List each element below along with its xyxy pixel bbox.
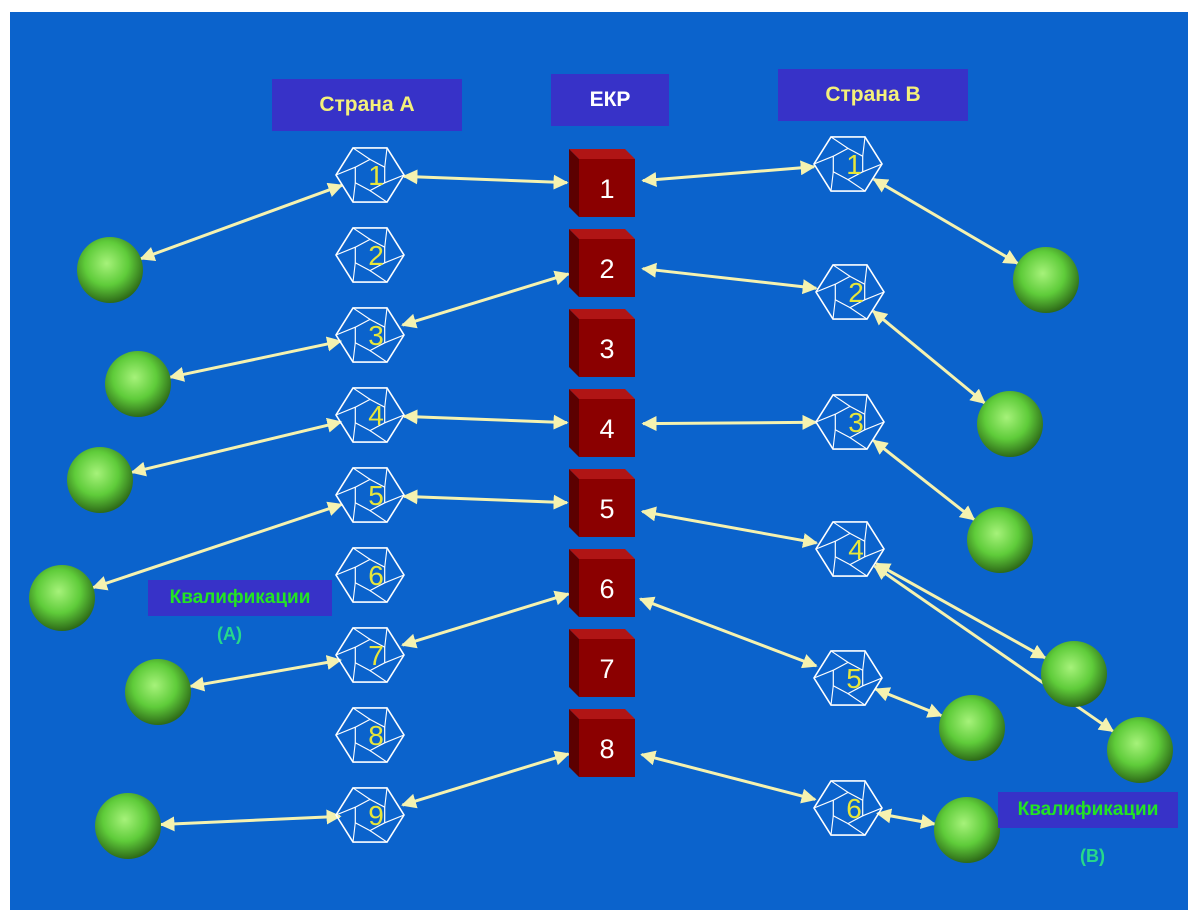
level-a-8-number: 8 <box>368 720 384 751</box>
header-country-b: Страна В <box>778 69 968 121</box>
arrow-qual-a-2 <box>168 336 343 382</box>
level-b-4-number: 4 <box>848 534 864 565</box>
arrow-ekr2-b2 <box>641 262 818 295</box>
arrow-a4-ekr4 <box>402 409 569 430</box>
qualifications-b-label: Квалификации <box>998 792 1178 828</box>
ekr-level-8: 8 <box>569 709 635 777</box>
ekr-level-3: 3 <box>569 309 635 377</box>
nodes-layer: 1 2 3 4 5 6 7 8 9 1 2 3 4 5 6 7 8 1 2 3 4 5 6 <box>29 136 1173 863</box>
arrow-a1-ekr1 <box>402 169 569 190</box>
ekr-level-8-number: 8 <box>599 734 614 764</box>
arrow-a5-ekr5 <box>402 489 569 510</box>
qualification-a-1 <box>77 237 143 303</box>
level-a-7-number: 7 <box>368 640 384 671</box>
arrow-b2-qual-2 <box>871 309 986 405</box>
level-a-9-number: 9 <box>368 800 384 831</box>
arrow-ekr5-b4 <box>640 506 819 548</box>
arrow-qual-a-3 <box>130 417 343 477</box>
ekr-level-4: 4 <box>569 389 635 457</box>
header-country-a: Страна А <box>272 79 462 131</box>
qualification-b-3 <box>967 507 1033 573</box>
level-b-2-number: 2 <box>848 277 864 308</box>
arrow-b1-qual-1 <box>872 177 1019 265</box>
arrow-b3-qual-3 <box>872 439 976 521</box>
level-a-4: 4 <box>335 387 405 443</box>
header-ekr: ЕКР <box>551 74 669 126</box>
qualification-a-6 <box>95 793 161 859</box>
qualification-b-2 <box>977 391 1043 457</box>
qualification-a-3 <box>67 447 133 513</box>
arrow-ekr6-b5 <box>638 596 818 669</box>
arrow-b6-qual-7 <box>876 808 937 829</box>
qualification-a-2 <box>105 351 171 417</box>
qualification-b-4 <box>1041 641 1107 707</box>
arrow-b5-qual-6 <box>874 687 943 718</box>
arrow-a7-ekr6 <box>401 590 570 649</box>
level-a-6-number: 6 <box>368 560 384 591</box>
arrow-ekr8-b6 <box>640 750 817 804</box>
arrow-ekr1-b1 <box>641 160 816 187</box>
level-b-3: 3 <box>815 394 885 450</box>
level-a-5-number: 5 <box>368 480 384 511</box>
ekr-level-3-number: 3 <box>599 334 614 364</box>
qualification-b-6 <box>939 695 1005 761</box>
level-a-3: 3 <box>335 307 405 363</box>
level-a-2: 2 <box>335 227 405 283</box>
arrow-ekr4-b3 <box>641 414 818 432</box>
ekr-level-7: 7 <box>569 629 635 697</box>
level-b-5-number: 5 <box>846 663 862 694</box>
level-a-1-number: 1 <box>368 160 384 191</box>
level-a-6: 6 <box>335 547 405 603</box>
ekr-level-2: 2 <box>569 229 635 297</box>
level-b-6: 6 <box>813 780 883 836</box>
ekr-level-4-number: 4 <box>599 414 614 444</box>
level-a-7: 7 <box>335 627 405 683</box>
qualifications-a-label: Квалификации <box>148 580 332 616</box>
level-b-6-number: 6 <box>846 793 862 824</box>
qualification-a-5 <box>125 659 191 725</box>
ekr-level-7-number: 7 <box>599 654 614 684</box>
ekr-level-2-number: 2 <box>599 254 614 284</box>
level-b-4: 4 <box>815 521 885 577</box>
level-a-1: 1 <box>335 147 405 203</box>
level-b-5: 5 <box>813 650 883 706</box>
level-a-2-number: 2 <box>368 240 384 271</box>
qualification-b-1 <box>1013 247 1079 313</box>
diagram-svg: 1 2 3 4 5 6 7 8 9 1 2 3 4 5 6 7 8 1 2 3 4 5 6 <box>29 136 1173 863</box>
qualification-b-7 <box>934 797 1000 863</box>
level-a-3-number: 3 <box>368 320 384 351</box>
arrow-qual-a-6 <box>159 809 342 832</box>
arrow-qual-a-5 <box>189 655 342 692</box>
ekr-level-5-number: 5 <box>599 494 614 524</box>
ekr-level-1: 1 <box>569 149 635 217</box>
level-b-1-number: 1 <box>846 149 862 180</box>
qualification-b-5 <box>1107 717 1173 783</box>
level-a-9: 9 <box>335 787 405 843</box>
arrow-a9-ekr8 <box>401 750 570 809</box>
arrow-a3-ekr2 <box>401 270 570 329</box>
level-b-1: 1 <box>813 136 883 192</box>
qualifications-a-sub: (А) <box>217 624 242 644</box>
arrow-b4-qual-4 <box>874 562 1047 660</box>
level-b-3-number: 3 <box>848 407 864 438</box>
arrow-qual-a-1 <box>139 182 344 262</box>
ekr-level-6-number: 6 <box>599 574 614 604</box>
qualification-a-4 <box>29 565 95 631</box>
level-a-5: 5 <box>335 467 405 523</box>
ekr-level-5: 5 <box>569 469 635 537</box>
level-a-8: 8 <box>335 707 405 763</box>
level-b-2: 2 <box>815 264 885 320</box>
diagram-canvas: 1 2 3 4 5 6 7 8 9 1 2 3 4 5 6 7 8 1 2 3 4 5 6 Страна А ЕКР Стр… <box>10 12 1188 910</box>
ekr-level-1-number: 1 <box>599 174 614 204</box>
qualifications-b-sub: (В) <box>1080 846 1105 866</box>
ekr-level-6: 6 <box>569 549 635 617</box>
level-a-4-number: 4 <box>368 400 384 431</box>
arrow-qual-a-4 <box>91 501 343 591</box>
